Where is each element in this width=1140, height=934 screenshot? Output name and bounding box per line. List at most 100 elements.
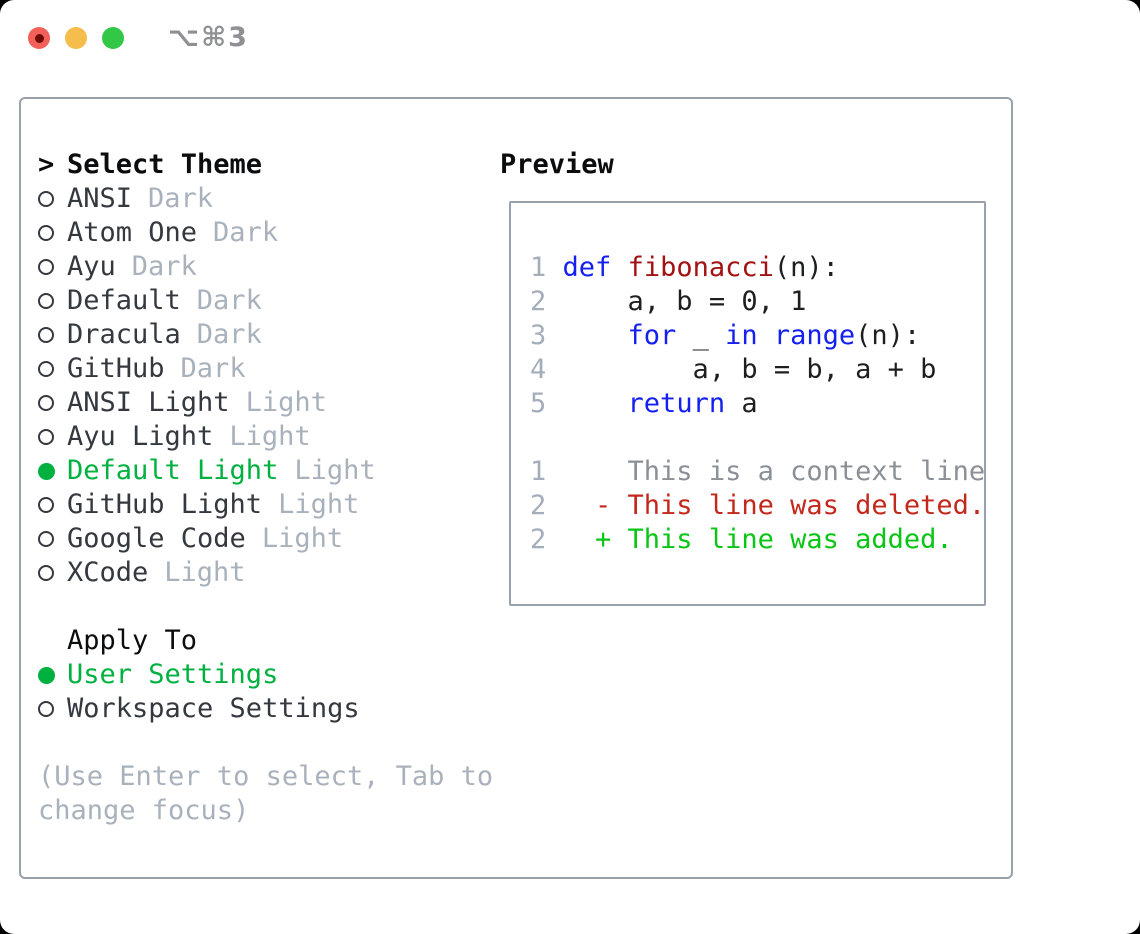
theme-option[interactable]: Default Dark	[38, 284, 376, 318]
line-number: 2	[530, 524, 563, 555]
apply-to-option-label: User Settings	[67, 659, 279, 690]
outline-circle-icon	[38, 191, 54, 207]
close-button[interactable]	[28, 27, 50, 49]
radio-icon	[38, 701, 67, 717]
apply-to-heading: Apply To	[67, 625, 198, 656]
code-token: (n):	[855, 320, 921, 351]
theme-option[interactable]: ANSI Light Light	[38, 386, 376, 420]
code-token: return	[627, 388, 726, 419]
outline-circle-icon	[38, 497, 54, 513]
radio-selected-icon	[38, 666, 67, 684]
code-line: 2 + This line was added.	[530, 523, 984, 557]
radio-selected-icon	[38, 462, 67, 480]
line-number: 1	[530, 252, 563, 283]
apply-to-option[interactable]: User Settings	[38, 658, 360, 692]
code-line: 1 def fibonacci(n):	[530, 251, 984, 285]
code-token: This is a context line.	[562, 456, 986, 487]
theme-option-variant-tag: Light	[229, 421, 311, 452]
theme-option-variant-tag: Light	[261, 523, 344, 554]
theme-option-label: XCode	[67, 557, 149, 588]
theme-option[interactable]: Default Light Light	[38, 454, 376, 488]
theme-list-heading: Select Theme	[67, 149, 263, 180]
code-line: 1 This is a context line.	[530, 455, 984, 489]
zoom-button[interactable]	[102, 27, 124, 49]
code-token: a, b = b, a + b	[562, 354, 937, 385]
theme-option-label: ANSI Light	[67, 387, 230, 418]
theme-list-heading-row: > Select Theme	[38, 148, 376, 182]
code-line: 5 return a	[530, 387, 984, 421]
close-dot-icon	[34, 33, 44, 43]
apply-to-option[interactable]: Workspace Settings	[38, 692, 360, 726]
radio-icon	[38, 293, 67, 309]
filled-circle-icon	[38, 666, 55, 684]
theme-option-variant-tag: Light	[245, 387, 327, 418]
theme-option-label: Default	[67, 285, 181, 316]
code-token: a	[725, 388, 758, 419]
theme-option-label: Default Light	[67, 455, 279, 486]
code-token: range	[773, 320, 856, 351]
code-token	[563, 320, 628, 351]
code-line: 3 for _ in range(n):	[530, 319, 984, 353]
line-number: 5	[530, 388, 563, 419]
radio-icon	[38, 497, 67, 513]
outline-circle-icon	[38, 531, 54, 547]
radio-icon	[38, 259, 67, 275]
outline-circle-icon	[38, 701, 54, 717]
prompt-icon: >	[38, 149, 55, 180]
code-token	[611, 252, 627, 283]
window-shortcut-label: ⌥⌘3	[168, 22, 249, 53]
preview-heading: Preview	[500, 149, 614, 180]
theme-option[interactable]: ANSI Dark	[38, 182, 376, 216]
theme-option-label: Google Code	[67, 523, 246, 554]
theme-option[interactable]: GitHub Light Light	[38, 488, 376, 522]
theme-option-variant-tag: Light	[278, 489, 360, 520]
theme-option[interactable]: Dracula Dark	[38, 318, 376, 352]
outline-circle-icon	[38, 225, 54, 241]
theme-option-label: Ayu	[67, 251, 116, 282]
theme-option[interactable]: Google Code Light	[38, 522, 376, 556]
theme-option-variant-tag: Dark	[196, 285, 262, 316]
theme-option-variant-tag: Dark	[196, 319, 262, 350]
line-number: 2	[530, 490, 563, 521]
theme-option-label: ANSI	[67, 183, 133, 214]
code-token: + This line was added.	[562, 524, 953, 555]
line-number: 1	[530, 456, 563, 487]
theme-option-variant-tag: Dark	[148, 183, 214, 214]
theme-option-label: GitHub Light	[67, 489, 263, 520]
outline-circle-icon	[38, 361, 54, 377]
radio-icon	[38, 327, 67, 343]
theme-option[interactable]: Ayu Light Light	[38, 420, 376, 454]
code-token	[758, 320, 774, 351]
theme-option-label: Dracula	[67, 319, 181, 350]
code-token	[563, 388, 628, 419]
theme-option-label: GitHub	[67, 353, 165, 384]
outline-circle-icon	[38, 429, 54, 445]
code-token: - This line was deleted.	[562, 490, 986, 521]
code-token: (n):	[773, 252, 839, 283]
theme-option-label: Ayu Light	[67, 421, 214, 452]
line-number: 3	[530, 320, 563, 351]
outline-circle-icon	[38, 395, 54, 411]
code-token: for	[627, 320, 677, 351]
code-token: in	[725, 320, 758, 351]
line-number: 2	[530, 286, 563, 317]
theme-option-variant-tag: Light	[164, 557, 246, 588]
radio-icon	[38, 395, 67, 411]
outline-circle-icon	[38, 565, 54, 581]
keyboard-hint-line: (Use Enter to select, Tab to	[38, 761, 494, 792]
radio-icon	[38, 531, 67, 547]
code-token: def	[562, 252, 612, 283]
code-line: 2 a, b = 0, 1	[530, 285, 984, 319]
minimize-button[interactable]	[65, 27, 87, 49]
theme-option-variant-tag: Light	[294, 455, 376, 486]
theme-option[interactable]: XCode Light	[38, 556, 376, 590]
code-line: 4 a, b = b, a + b	[530, 353, 984, 387]
